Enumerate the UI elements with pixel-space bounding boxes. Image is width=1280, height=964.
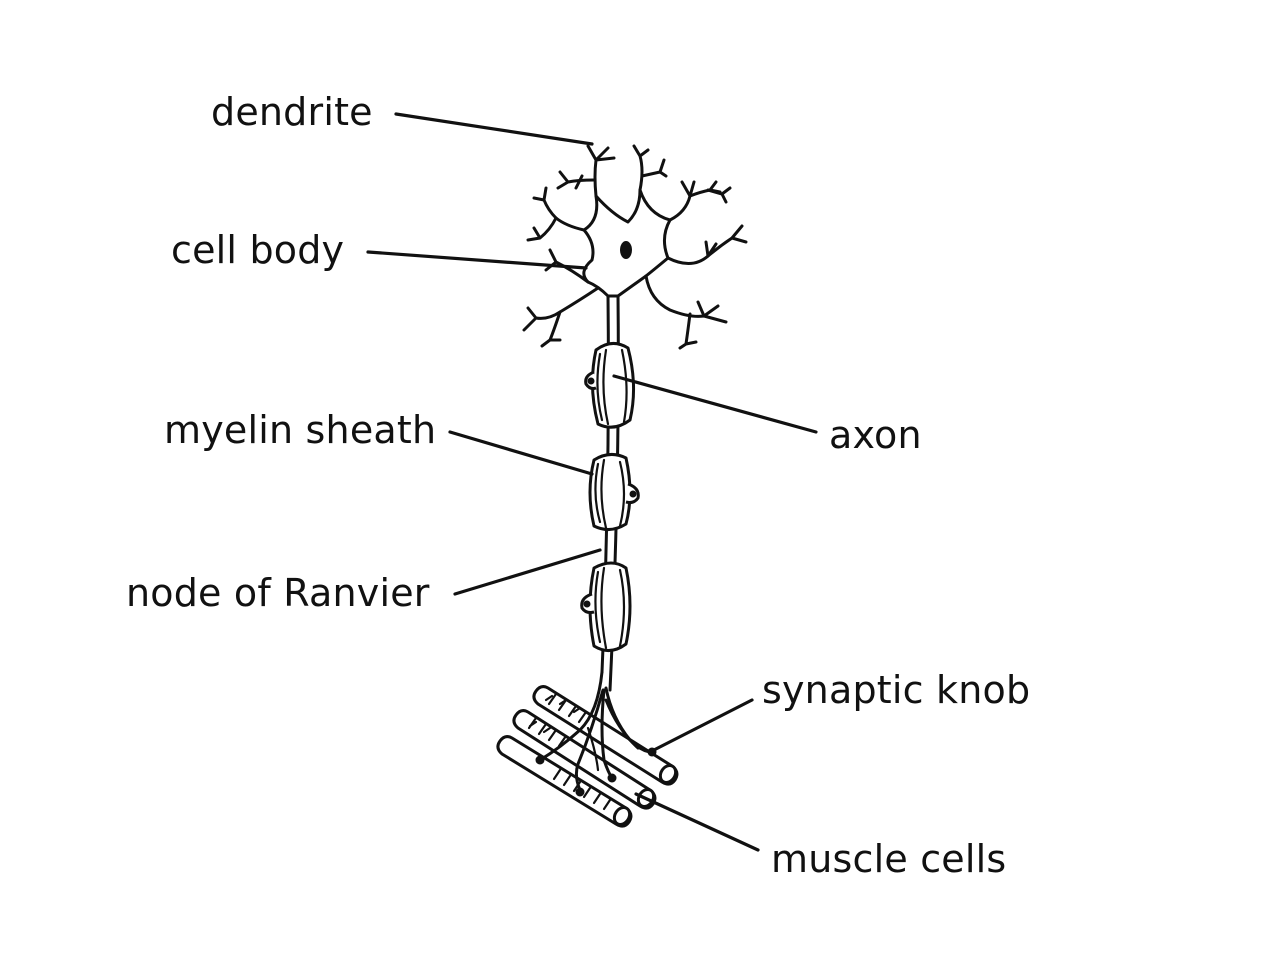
leader-cell-body bbox=[366, 250, 588, 270]
label-dendrite: dendrite bbox=[211, 90, 373, 134]
muscle-cells-drawing bbox=[496, 685, 679, 828]
myelin-sheaths bbox=[580, 342, 640, 652]
leader-myelin-sheath bbox=[448, 430, 594, 476]
muscle-cell-3 bbox=[496, 735, 633, 828]
label-axon: axon bbox=[829, 413, 922, 457]
label-myelin-sheath: myelin sheath bbox=[164, 408, 437, 452]
label-cell-body: cell body bbox=[171, 228, 345, 272]
myelin-segment-3 bbox=[580, 561, 632, 652]
leader-axon bbox=[612, 374, 818, 434]
leader-dendrite bbox=[394, 112, 594, 146]
leader-lines bbox=[366, 112, 818, 852]
leader-node-of-ranvier bbox=[453, 548, 602, 596]
label-muscle-cells: muscle cells bbox=[771, 837, 1007, 881]
myelin-segment-2 bbox=[588, 453, 640, 531]
axon-terminals bbox=[535, 670, 657, 797]
label-synaptic-knob: synaptic knob bbox=[762, 668, 1031, 712]
leader-synaptic-knob bbox=[648, 698, 754, 754]
cell-body-drawing bbox=[582, 188, 672, 298]
dendrites-drawing bbox=[522, 144, 748, 350]
muscle-cell-1 bbox=[532, 685, 679, 786]
label-node-of-ranvier: node of Ranvier bbox=[126, 571, 430, 615]
myelin-segment-1 bbox=[584, 342, 636, 429]
leader-muscle-cells bbox=[634, 792, 760, 852]
